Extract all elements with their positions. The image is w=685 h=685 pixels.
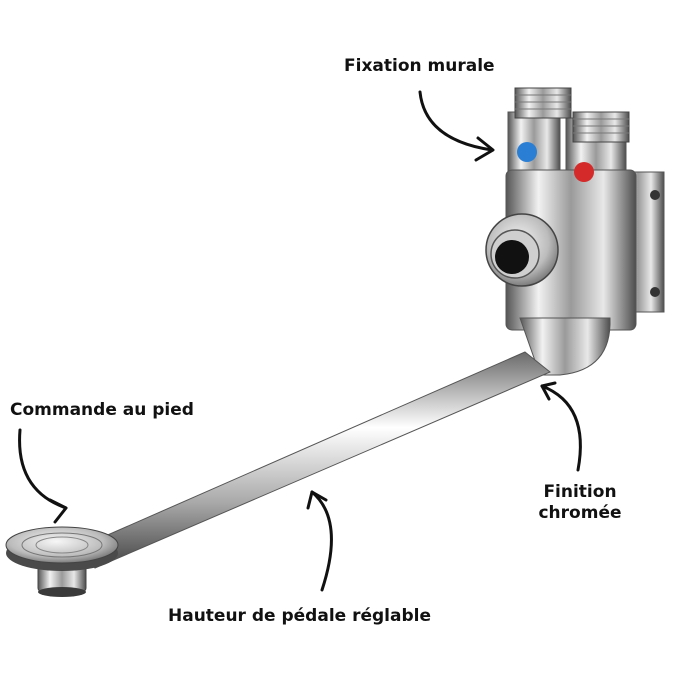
- arrow-commande: [18, 428, 68, 524]
- valve-body: [485, 87, 637, 376]
- pedal-rod: [77, 351, 551, 569]
- label-finition-chromee: Finition chromée: [520, 482, 640, 525]
- outlet-nut: [485, 213, 559, 287]
- arrow-fixation: [418, 90, 495, 162]
- label-finition-line1: Finition: [543, 482, 617, 502]
- label-finition-line2: chromée: [538, 503, 622, 524]
- threaded-inlet-cold: [514, 87, 572, 119]
- label-fixation-murale: Fixation murale: [344, 56, 495, 76]
- threaded-inlet-hot: [572, 111, 630, 143]
- label-hauteur-pedale: Hauteur de pédale réglable: [168, 606, 432, 626]
- label-commande-au-pied: Commande au pied: [10, 400, 194, 420]
- cold-marker: [517, 142, 537, 162]
- foot-pedal: [5, 526, 119, 597]
- arrow-hauteur: [306, 490, 333, 592]
- arrow-finition: [540, 381, 582, 472]
- hot-marker: [574, 162, 594, 182]
